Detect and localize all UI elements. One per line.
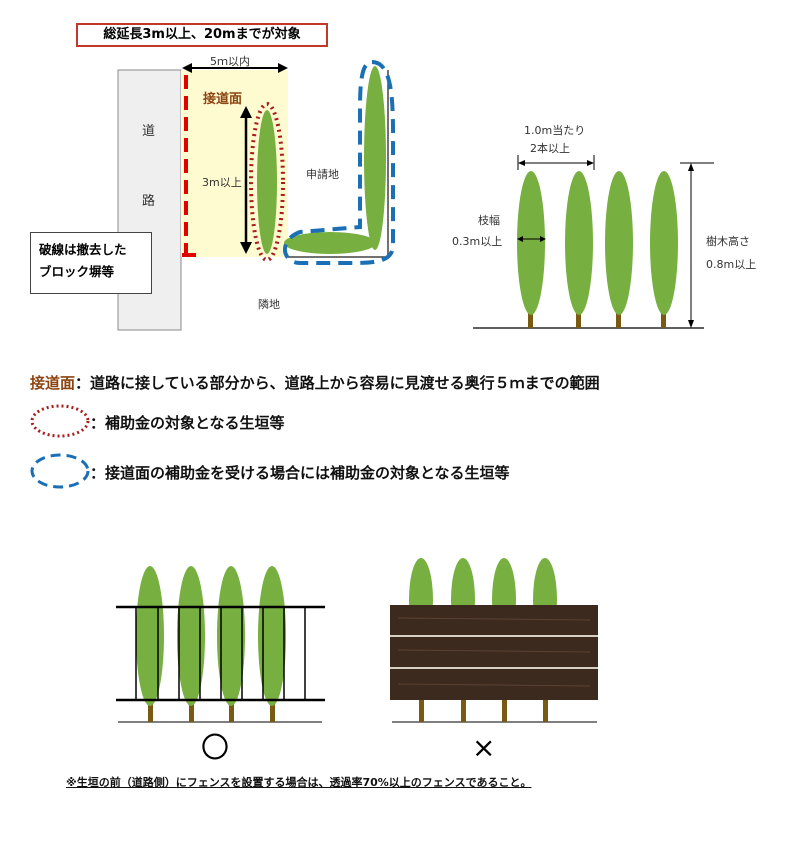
legend-red-text: ：補助金の対象となる生垣等 xyxy=(90,414,285,432)
plan-hedge-back xyxy=(284,232,376,254)
road-face-label: 接道面 xyxy=(203,92,243,107)
width-arrow-head-right xyxy=(278,63,288,73)
depth-arrow-head-top xyxy=(240,106,252,118)
legend-road-face-definition: ：道路に接している部分から、道路上から容易に見渡せる奥行５ｍまでの範囲 xyxy=(75,374,600,392)
road-char-2: 路 xyxy=(142,194,156,209)
width-label: 5ｍ以内 xyxy=(210,55,250,68)
applicant-land-label: 申請地 xyxy=(306,168,339,181)
depth-label: 3m以上 xyxy=(202,176,242,189)
elevation-tree xyxy=(565,171,593,328)
coverage-note: 総延長3m以上、20mまでが対象 xyxy=(76,23,328,47)
height-label-1: 樹木高さ xyxy=(706,235,750,248)
branch-arrow-head-left xyxy=(517,236,523,242)
fence-ok-tree xyxy=(258,566,286,722)
fence-ok-tree xyxy=(136,566,164,722)
branch-arrow-head-right xyxy=(540,236,546,242)
fence-ok-tree xyxy=(217,566,245,722)
depth-arrow-head-bottom xyxy=(240,242,252,254)
width-arrow-head-left xyxy=(182,63,192,73)
legend-blue-ellipse xyxy=(30,453,90,489)
fence-ok-rails xyxy=(116,605,325,702)
ng-mark: × xyxy=(472,731,496,764)
removed-wall-callout: 破線は撤去した ブロック塀等 xyxy=(30,232,152,294)
elevation-tree xyxy=(605,171,633,328)
plan-hedge-face xyxy=(257,110,277,254)
callout-line-2: ブロック塀等 xyxy=(39,264,115,279)
plan-hedge-blue-outline xyxy=(283,59,396,265)
plan-hedge-face-outline xyxy=(249,102,285,262)
legend-road-face-key: 接道面 xyxy=(30,374,76,392)
height-arrow-head-top xyxy=(688,163,694,171)
elevation-tree xyxy=(517,171,545,328)
height-label-2: 0.8m以上 xyxy=(706,258,757,271)
spacing-arrow-head-left xyxy=(518,160,525,166)
fence-ng-boards xyxy=(390,605,598,700)
spacing-label-1: 1.0m当たり xyxy=(524,124,586,137)
ok-mark: 〇 xyxy=(201,731,230,764)
legend-red-ellipse xyxy=(30,404,90,438)
elevation-tree xyxy=(650,171,678,328)
branch-label-1: 枝幅 xyxy=(478,214,500,227)
branch-label-2: 0.3m以上 xyxy=(452,235,503,248)
callout-line-1: 破線は撤去した xyxy=(39,242,127,257)
fence-footnote: ※生垣の前（道路側）にフェンスを設置する場合は、透過率70%以上のフェンスである… xyxy=(66,776,532,789)
legend-road-face: 接道面：道路に接している部分から、道路上から容易に見渡せる奥行５ｍまでの範囲 xyxy=(30,372,600,393)
height-arrow-head-bottom xyxy=(688,320,694,328)
spacing-label-2: 2本以上 xyxy=(530,142,570,155)
fence-ok-tree xyxy=(177,566,205,722)
legend-blue-text: ：接道面の補助金を受ける場合には補助金の対象となる生垣等 xyxy=(90,464,510,482)
neighbor-land-label: 隣地 xyxy=(258,298,280,311)
spacing-arrow-head-right xyxy=(587,160,594,166)
road-char-1: 道 xyxy=(142,124,156,139)
plan-hedge-side xyxy=(364,66,386,250)
